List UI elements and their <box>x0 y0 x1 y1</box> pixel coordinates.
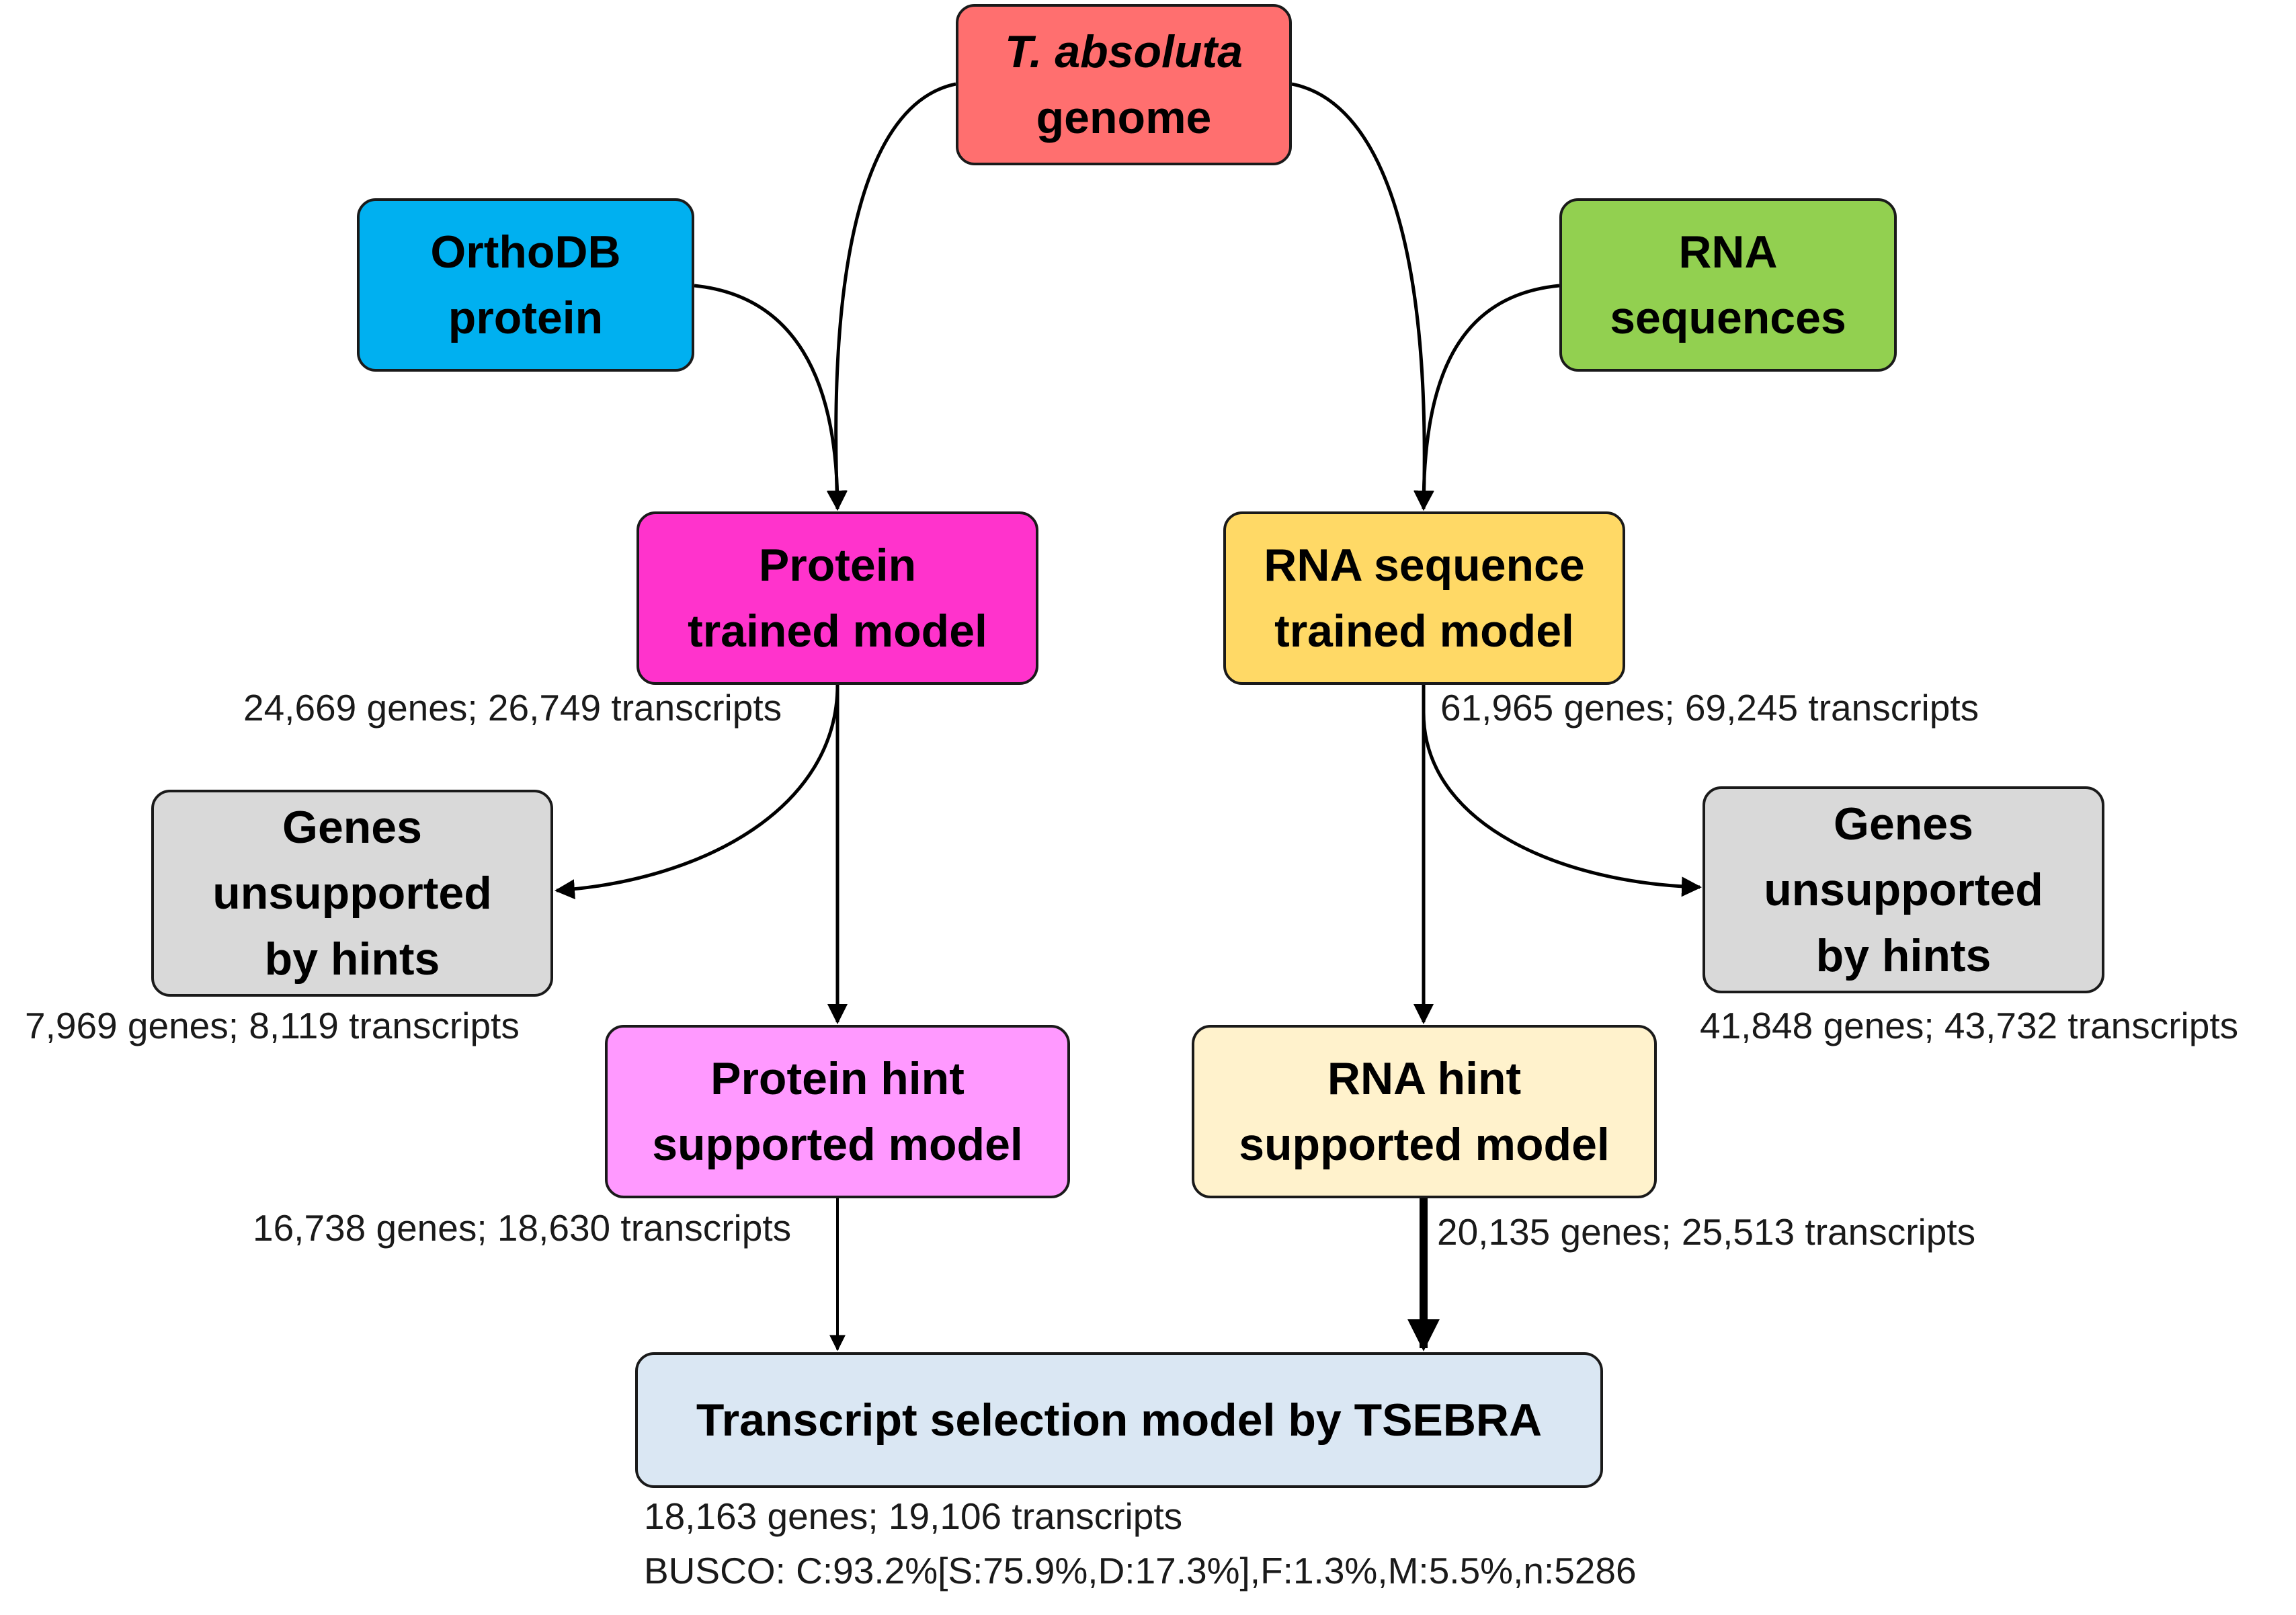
arrow-genome-to-protein-trained <box>826 82 956 511</box>
genome-label-line2: genome <box>1036 92 1212 143</box>
rna-trained-model-node: RNA sequence trained model <box>1223 511 1625 685</box>
protein-trained-model-node: Protein trained model <box>637 511 1038 685</box>
arrow-protein-trained-to-unsupported <box>555 684 839 900</box>
rna-label-line2: sequences <box>1610 292 1846 343</box>
genome-node: T. absoluta genome <box>956 4 1292 165</box>
rna-hint-label-line1: RNA hint <box>1327 1053 1522 1104</box>
orthodb-protein-node: OrthoDB protein <box>357 198 694 372</box>
orthodb-label-line1: OrthoDB <box>430 226 621 278</box>
busco-stats: BUSCO: C:93.2%[S:75.9%,D:17.3%],F:1.3%,M… <box>644 1550 1637 1591</box>
unsupported-left-label-line3: by hints <box>264 934 440 985</box>
protein-hint-label-line1: Protein hint <box>710 1053 965 1104</box>
protein-trained-label-line2: trained model <box>688 606 987 657</box>
arrow-rna-trained-to-unsupported <box>1422 645 1702 897</box>
rna-hint-model-node: RNA hint supported model <box>1192 1025 1657 1198</box>
unsupported-right-label-line1: Genes <box>1834 798 1973 850</box>
protein-unsupported-genes-node: Genes unsupported by hints <box>151 790 553 997</box>
rna-hint-stats: 20,135 genes; 25,513 transcripts <box>1437 1211 1976 1253</box>
orthodb-label-line2: protein <box>448 292 604 343</box>
rna-unsupported-genes-node: Genes unsupported by hints <box>1703 786 2104 993</box>
rna-sequences-node: RNA sequences <box>1559 198 1897 372</box>
rna-trained-stats: 61,965 genes; 69,245 transcripts <box>1440 687 1979 729</box>
unsupported-left-label-line1: Genes <box>282 802 422 853</box>
protein-trained-stats: 24,669 genes; 26,749 transcripts <box>243 687 782 729</box>
unsupported-right-label-line2: unsupported <box>1764 864 2043 915</box>
protein-unsupported-stats: 7,969 genes; 8,119 transcripts <box>25 1005 520 1046</box>
rna-hint-label-line2: supported model <box>1239 1119 1610 1170</box>
protein-hint-label-line2: supported model <box>652 1119 1023 1170</box>
unsupported-left-label-line2: unsupported <box>212 868 492 919</box>
protein-hint-model-node: Protein hint supported model <box>605 1025 1070 1198</box>
genome-label-line1: T. absoluta <box>1005 26 1243 77</box>
arrow-orthodb-to-protein-trained <box>694 284 848 511</box>
unsupported-right-label-line3: by hints <box>1815 930 1992 981</box>
protein-trained-label-line1: Protein <box>758 540 917 591</box>
tsebra-stats: 18,163 genes; 19,106 transcripts <box>644 1495 1183 1537</box>
tsebra-selection-node: Transcript selection model by TSEBRA <box>635 1352 1603 1488</box>
protein-hint-stats: 16,738 genes; 18,630 transcripts <box>253 1207 792 1249</box>
rna-trained-label-line1: RNA sequence <box>1264 540 1585 591</box>
rna-unsupported-stats: 41,848 genes; 43,732 transcripts <box>1700 1005 2239 1046</box>
rna-label-line1: RNA <box>1678 226 1778 278</box>
arrow-rna-to-rna-trained <box>1413 284 1560 511</box>
tsebra-label: Transcript selection model by TSEBRA <box>696 1395 1543 1446</box>
rna-trained-label-line2: trained model <box>1274 606 1574 657</box>
arrow-genome-to-rna-trained <box>1291 82 1434 511</box>
